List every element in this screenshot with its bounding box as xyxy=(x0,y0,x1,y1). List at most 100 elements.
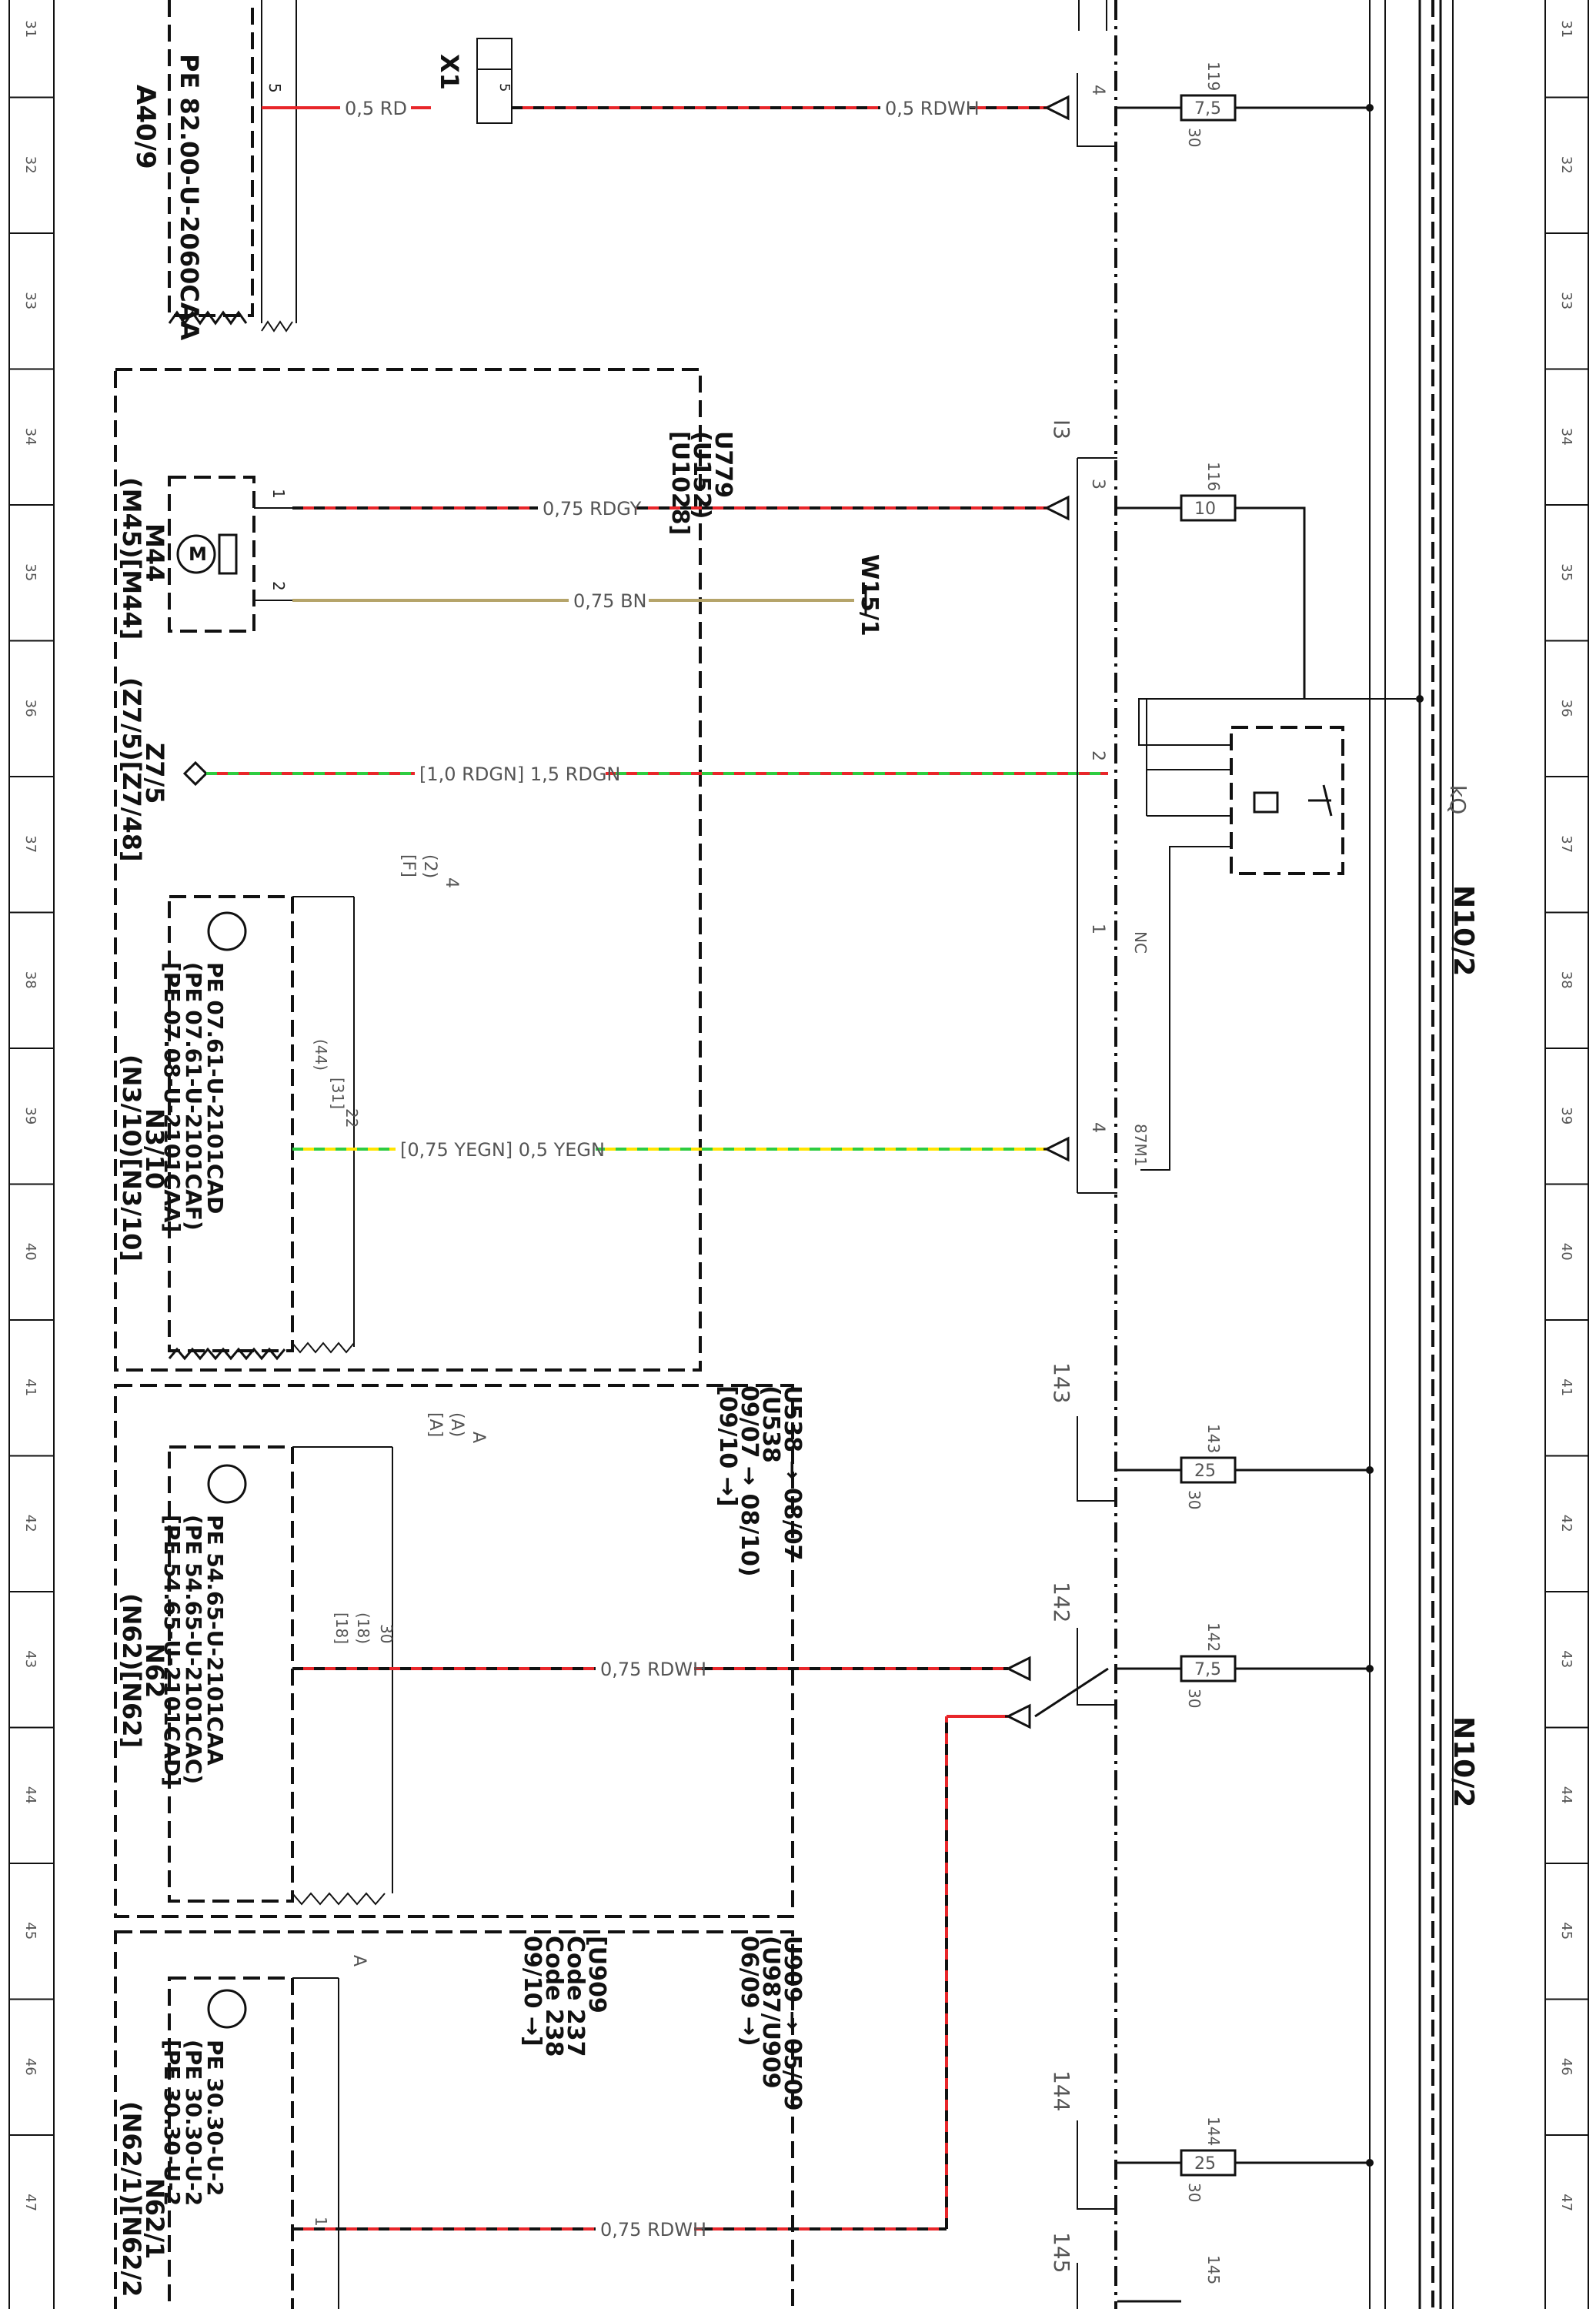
wire-arrow-icon xyxy=(1043,495,1070,521)
fuse-142: 7,5 142 30 xyxy=(1117,1622,1374,1708)
grid-number: 45 xyxy=(22,1922,38,1940)
fuse-id: 143 xyxy=(1204,1424,1223,1453)
wire-0-5-rd: 0,5 RD xyxy=(262,95,431,120)
wire-label: 0,5 RD xyxy=(345,98,407,119)
grid-number: 45 xyxy=(1558,1922,1574,1940)
n10-2-name-1: N10/2 xyxy=(1447,885,1479,976)
grid-number: 47 xyxy=(1558,2194,1574,2211)
wire-arrow-icon xyxy=(1043,95,1070,121)
wire-0-75-rdwh: 0,75 RDWH xyxy=(292,1656,1008,1681)
a40-9-pe: PE 82.00-U-2060CAA xyxy=(175,54,204,341)
svg-text:(PE 54.65-U-2101CAC): (PE 54.65-U-2101CAC) xyxy=(181,1515,206,1784)
svg-text:(U987/U909: (U987/U909 xyxy=(757,1936,784,2089)
grid-number: 40 xyxy=(1558,1243,1574,1261)
svg-text:PE 54.65-U-2101CAA: PE 54.65-U-2101CAA xyxy=(202,1515,228,1766)
grid-number: 39 xyxy=(22,1107,38,1124)
svg-text:142: 142 xyxy=(1049,1582,1074,1622)
fuse-143: 25 143 30 xyxy=(1117,1424,1374,1509)
grid-number: 46 xyxy=(1558,2058,1574,2076)
fuse-terminal: 30 xyxy=(1185,1490,1204,1509)
n62-1-name: N62/1 xyxy=(140,2178,169,2259)
fuse-145: 145 xyxy=(1117,2255,1223,2303)
grid-number: 35 xyxy=(22,563,38,581)
splice-icon xyxy=(182,760,209,787)
svg-text:(2): (2) xyxy=(420,854,439,878)
grid-number: 46 xyxy=(22,2058,38,2076)
n10-2-name-2: N10/2 xyxy=(1447,1716,1479,1807)
svg-text:PE 30.30-U-2: PE 30.30-U-2 xyxy=(202,2040,228,2196)
grid-number: 42 xyxy=(1558,1515,1574,1532)
fuse-rating: 25 xyxy=(1194,1462,1216,1481)
svg-text:145: 145 xyxy=(1049,2232,1074,2273)
fuse-terminal: 30 xyxy=(1185,1689,1204,1708)
x1-connector-icon xyxy=(476,38,513,124)
grid-number: 31 xyxy=(22,20,38,38)
fuse-id: 142 xyxy=(1204,1622,1223,1652)
wire-label: 0,75 RDWH xyxy=(600,1659,706,1680)
fuse-id: 144 xyxy=(1204,2117,1223,2146)
wire-riser xyxy=(945,1667,1109,2229)
svg-text:NC: NC xyxy=(1131,931,1150,954)
svg-text:M: M xyxy=(189,543,207,565)
transistor-icon xyxy=(207,911,247,951)
grid-number: 37 xyxy=(22,835,38,853)
svg-text:3: 3 xyxy=(1088,479,1107,490)
wire-label: 0,5 RDWH xyxy=(885,98,980,119)
wire-label: 0,75 BN xyxy=(573,590,646,612)
grid-number: 33 xyxy=(22,292,38,309)
fuse-id: 145 xyxy=(1204,2255,1223,2284)
motor-icon xyxy=(176,534,216,574)
svg-text:[09/10 →]: [09/10 →] xyxy=(714,1385,741,1506)
svg-text:[31]: [31] xyxy=(329,1078,347,1109)
grid-number: 34 xyxy=(22,428,38,446)
svg-text:4: 4 xyxy=(1088,85,1107,95)
grid-number: 34 xyxy=(1558,428,1574,446)
m44-code-1: U779 xyxy=(710,431,736,498)
junction-dot xyxy=(1416,695,1424,703)
n3-10-name: N3/10 xyxy=(140,1108,169,1189)
grid-number: 37 xyxy=(1558,835,1574,853)
wire-arrow-icon xyxy=(1043,1136,1070,1162)
m44-frame: U779 (U152) [U1028] M M44 (M45)[M44] 1 2… xyxy=(114,368,883,1372)
n10-2-connector: 4 3 2 1 NC 4 87M1 I3 143 142 144 145 kQ … xyxy=(1049,73,1479,2309)
svg-text:A: A xyxy=(469,1432,488,1443)
grid-number: 41 xyxy=(1558,1378,1574,1396)
wire-label: [0,75 YEGN] 0,5 YEGN xyxy=(400,1139,605,1161)
w15-1-name: W15/1 xyxy=(856,554,883,637)
grid-number: 40 xyxy=(22,1243,38,1261)
kq-label: kQ xyxy=(1445,785,1471,814)
fuse-id: 119 xyxy=(1204,62,1223,91)
relay-coil-icon xyxy=(1253,791,1279,814)
transistor-icon xyxy=(207,1464,247,1504)
grid-number: 36 xyxy=(1558,700,1574,717)
n62-1-frame: U909 → 05/09 (U987/U909 06/09 →) [U909 C… xyxy=(114,1930,806,2309)
m44-name: M44 xyxy=(140,523,169,582)
relay-kq xyxy=(1230,726,1344,875)
grid-number: 32 xyxy=(1558,156,1574,174)
fuse-rating: 7,5 xyxy=(1194,1660,1221,1679)
svg-text:[F]: [F] xyxy=(399,854,418,877)
wire-arrow-icon xyxy=(1005,1703,1031,1729)
relay-switch-icon xyxy=(1308,784,1333,817)
svg-text:A: A xyxy=(349,1955,369,1966)
fuse-terminal: 30 xyxy=(1185,2183,1204,2202)
m44-alt: (M45)[M44] xyxy=(117,477,146,640)
n62-1-alt: (N62/1)[N62/2 xyxy=(117,2101,146,2297)
fuse-rating: 25 xyxy=(1194,2154,1216,2174)
n62-alt: (N62)[N62] xyxy=(117,1593,146,1748)
grid-number: 33 xyxy=(1558,292,1574,309)
svg-text:Code 237: Code 237 xyxy=(562,1936,589,2057)
svg-text:144: 144 xyxy=(1049,2070,1074,2111)
fuse-144: 25 144 30 xyxy=(1117,2117,1374,2202)
grid-number: 32 xyxy=(22,156,38,174)
wire-0-5-yegn: [0,75 YEGN] 0,5 YEGN xyxy=(292,1137,1047,1161)
z7-5-alt: (Z7/5)[Z7/48] xyxy=(117,677,146,862)
svg-text:[U909: [U909 xyxy=(583,1936,610,2013)
wire-arrow-icon xyxy=(1005,1656,1031,1682)
svg-text:1: 1 xyxy=(312,2217,330,2227)
svg-text:2: 2 xyxy=(269,581,288,591)
